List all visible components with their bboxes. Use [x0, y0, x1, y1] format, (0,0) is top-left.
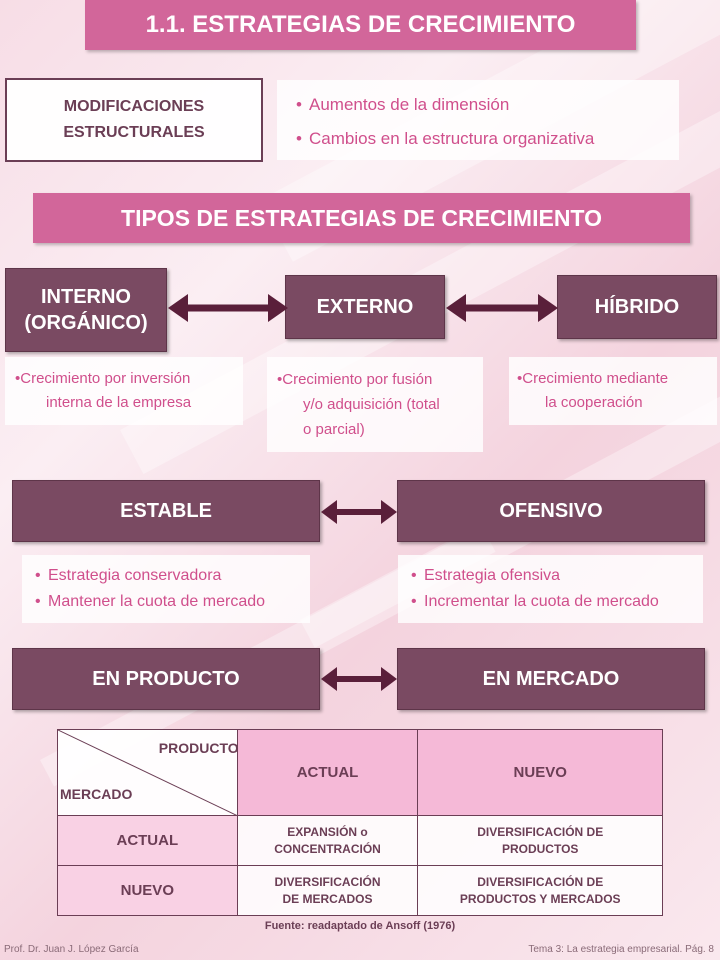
externo-note-line1: •Crecimiento por fusión [277, 371, 433, 388]
source-note: Fuente: readaptado de Ansoff (1976) [0, 920, 720, 932]
interno-box: INTERNO (ORGÁNICO) [5, 268, 167, 352]
modificaciones-line1: MODIFICACIONES [63, 98, 205, 115]
estable-label: ESTABLE [120, 499, 212, 522]
interno-note-line2: interna de la empresa [46, 394, 192, 411]
externo-note-line2: y/o adquisición (total [303, 396, 440, 413]
matrix-corner: PRODUCTO MERCADO [57, 729, 239, 816]
externo-box: EXTERNO [285, 275, 445, 339]
hibrido-label: HÍBRIDO [594, 295, 680, 318]
modificaciones-line2: ESTRUCTURALES [63, 124, 205, 141]
hibrido-box: HÍBRIDO [557, 275, 717, 339]
footer-author: Prof. Dr. Juan J. López García [4, 944, 139, 955]
cell-div-productos-line1: DIVERSIFICACIÓN DE [477, 824, 604, 839]
cell-div-mercados: DIVERSIFICACIÓN DE MERCADOS [236, 865, 419, 916]
externo-note-line3: o parcial) [303, 421, 365, 438]
cell-div-prod-merc: DIVERSIFICACIÓN DE PRODUCTOS Y MERCADOS [417, 865, 663, 916]
row-header-actual-text: ACTUAL [116, 832, 179, 849]
col-header-actual: ACTUAL [236, 729, 419, 816]
double-arrow-icon [321, 667, 397, 691]
cell-div-prod-merc-line1: DIVERSIFICACIÓN DE [477, 874, 604, 889]
footer-page: Tema 3: La estrategia empresarial. Pág. … [528, 944, 714, 955]
double-arrow-icon [446, 294, 558, 322]
cell-div-productos-line2: PRODUCTOS [501, 841, 579, 856]
en-producto-box: EN PRODUCTO [12, 648, 320, 710]
modificaciones-bullet: Cambios en la estructura organizativa [296, 126, 679, 151]
source-text: Fuente: readaptado de Ansoff (1976) [264, 920, 456, 932]
diagonal-divider [58, 730, 238, 816]
externo-label: EXTERNO [316, 295, 414, 318]
modificaciones-bullet: Aumentos de la dimensión [296, 92, 679, 117]
modificaciones-box: MODIFICACIONES ESTRUCTURALES [5, 78, 263, 162]
footer-right: Tema 3: La estrategia empresarial. Pág. … [528, 944, 714, 955]
hibrido-note-line2: la cooperación [545, 394, 643, 411]
col-header-actual-text: ACTUAL [296, 764, 359, 781]
footer-left: Prof. Dr. Juan J. López García [4, 944, 139, 955]
double-arrow-icon [168, 294, 288, 322]
ofensivo-bullet: Incrementar la cuota de mercado [411, 589, 703, 615]
double-arrow-icon [321, 500, 397, 524]
cell-div-mercados-line2: DE MERCADOS [282, 891, 373, 906]
en-producto-label: EN PRODUCTO [92, 667, 240, 690]
ofensivo-bullet: Estrategia ofensiva [411, 563, 703, 589]
row-header-nuevo: NUEVO [57, 865, 238, 916]
ansoff-matrix: PRODUCTO MERCADO ACTUAL NUEVO ACTUAL EXP… [57, 729, 663, 916]
ofensivo-label: OFENSIVO [499, 499, 603, 522]
interno-line2: (ORGÁNICO) [24, 312, 148, 334]
row-header-actual: ACTUAL [57, 815, 238, 866]
estable-bullet: Mantener la cuota de mercado [35, 589, 310, 615]
hibrido-note: •Crecimiento mediante la cooperación [509, 357, 717, 425]
hibrido-note-line1: •Crecimiento mediante [517, 370, 669, 387]
corner-producto: PRODUCTO [158, 740, 239, 756]
corner-mercado: MERCADO [60, 786, 133, 802]
tipos-title: TIPOS DE ESTRATEGIAS DE CRECIMIENTO [33, 193, 690, 243]
modificaciones-bullets: Aumentos de la dimensión Cambios en la e… [277, 80, 679, 160]
page-title: 1.1. ESTRATEGIAS DE CRECIMIENTO [85, 0, 636, 50]
estable-bullet: Estrategia conservadora [35, 563, 310, 589]
estable-bullets: Estrategia conservadora Mantener la cuot… [22, 555, 310, 623]
en-mercado-label: EN MERCADO [482, 667, 620, 690]
col-header-nuevo-text: NUEVO [513, 764, 567, 781]
tipos-title-text: TIPOS DE ESTRATEGIAS DE CRECIMIENTO [121, 204, 602, 231]
cell-expansion: EXPANSIÓN o CONCENTRACIÓN [236, 815, 419, 866]
externo-note: •Crecimiento por fusión y/o adquisición … [267, 357, 483, 452]
cell-expansion-line2: CONCENTRACIÓN [274, 841, 381, 856]
cell-div-mercados-line1: DIVERSIFICACIÓN [274, 874, 381, 889]
cell-expansion-line1: EXPANSIÓN o [287, 824, 368, 839]
interno-note-line1: •Crecimiento por inversión [15, 370, 191, 387]
estable-box: ESTABLE [12, 480, 320, 542]
interno-line1: INTERNO [40, 286, 131, 308]
cell-div-prod-merc-line2: PRODUCTOS Y MERCADOS [459, 891, 621, 906]
en-mercado-box: EN MERCADO [397, 648, 705, 710]
cell-div-productos: DIVERSIFICACIÓN DE PRODUCTOS [417, 815, 663, 866]
col-header-nuevo: NUEVO [417, 729, 663, 816]
page-title-text: 1.1. ESTRATEGIAS DE CRECIMIENTO [145, 11, 576, 38]
ofensivo-bullets: Estrategia ofensiva Incrementar la cuota… [398, 555, 703, 623]
interno-note: •Crecimiento por inversión interna de la… [5, 357, 243, 425]
row-header-nuevo-text: NUEVO [120, 882, 174, 899]
ofensivo-box: OFENSIVO [397, 480, 705, 542]
